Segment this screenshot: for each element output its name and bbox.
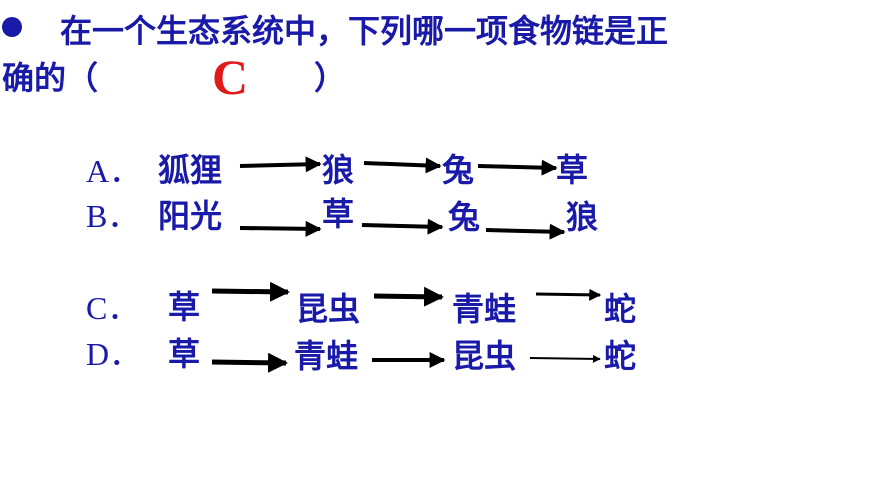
question-close-paren: ） bbox=[314, 59, 347, 97]
bullet-icon bbox=[2, 17, 22, 37]
option-b-item-4: 狼 bbox=[566, 198, 599, 236]
arrow-d-1 bbox=[211, 352, 288, 373]
arrow-b-3 bbox=[485, 223, 566, 240]
option-c-item-2: 昆虫 bbox=[296, 290, 361, 328]
option-a-letter: A． bbox=[86, 153, 142, 189]
question-line-1: 在一个生态系统中，下列哪一项食物链是正 bbox=[60, 12, 669, 50]
arrow-c-2 bbox=[373, 286, 444, 307]
option-d-item-4: 蛇 bbox=[604, 337, 637, 375]
option-a-item-2: 狼 bbox=[322, 151, 355, 189]
option-d-item-3: 昆虫 bbox=[452, 337, 517, 375]
arrow-a-1 bbox=[239, 156, 322, 173]
option-d-item-1: 草 bbox=[168, 335, 201, 373]
arrow-b-2 bbox=[361, 218, 444, 235]
arrow-a-3 bbox=[477, 159, 558, 176]
option-d-letter: D． bbox=[86, 336, 142, 372]
arrow-a-2 bbox=[363, 157, 442, 174]
option-b-item-3: 兔 bbox=[448, 198, 481, 236]
arrow-c-3 bbox=[535, 288, 602, 301]
option-a-item-3: 兔 bbox=[442, 151, 475, 189]
option-c-item-3: 青蛙 bbox=[452, 290, 517, 328]
option-d-item-2: 青蛙 bbox=[294, 337, 359, 375]
option-c-item-4: 蛇 bbox=[604, 290, 637, 328]
option-a-item-4: 草 bbox=[556, 151, 589, 189]
answer-letter: C bbox=[212, 49, 249, 105]
arrow-c-1 bbox=[211, 281, 290, 302]
option-b-item-1: 阳光 bbox=[158, 197, 223, 235]
arrow-b-1 bbox=[239, 220, 322, 237]
question-line-2: 确的（ bbox=[2, 59, 99, 97]
option-a-item-1: 狐狸 bbox=[158, 151, 223, 189]
option-c-letter: C． bbox=[86, 290, 140, 326]
option-b-item-2: 草 bbox=[322, 195, 355, 233]
arrow-d-3 bbox=[529, 354, 601, 363]
option-b-letter: B． bbox=[86, 198, 140, 234]
option-c-item-1: 草 bbox=[168, 288, 201, 326]
